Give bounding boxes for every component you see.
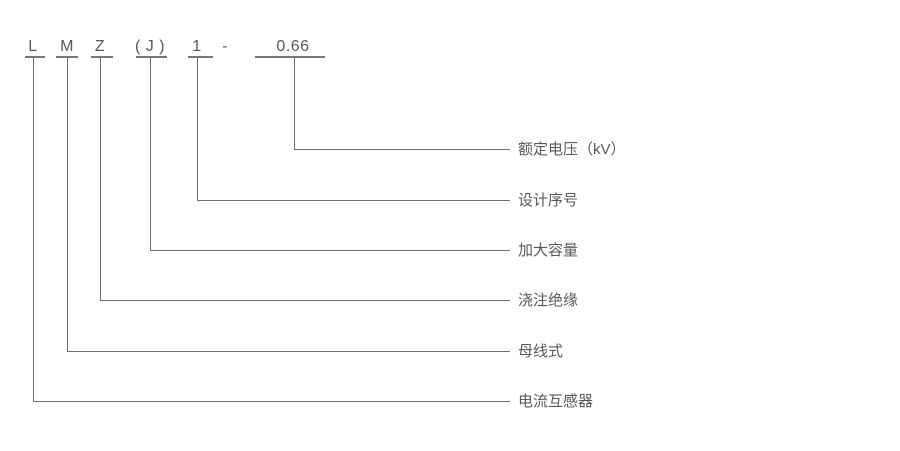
model-code-segment-1: 1	[192, 38, 202, 55]
label-increased-capacity: 加大容量	[518, 242, 579, 259]
label-current-transformer: 电流互感器	[518, 393, 594, 410]
model-code-segment-l: L	[28, 38, 38, 55]
connector-l	[33, 58, 510, 402]
connector-m	[67, 58, 510, 352]
label-cast-insulation: 浇注绝缘	[518, 292, 579, 309]
code-underline-1	[188, 56, 213, 58]
model-code-segment-hyphen: -	[222, 38, 228, 55]
label-busbar-type: 母线式	[518, 343, 564, 360]
connector-z	[100, 58, 510, 301]
connector-1	[197, 58, 510, 201]
code-underline-z	[91, 56, 113, 58]
connector-j	[150, 58, 510, 251]
code-underline-j	[136, 56, 167, 58]
code-underline-l	[25, 56, 45, 58]
model-code-segment-j: ( J )	[134, 38, 166, 55]
model-code-segment-0-66: 0.66	[276, 38, 310, 55]
label-design-serial: 设计序号	[518, 192, 579, 209]
model-code-segment-m: M	[60, 38, 74, 55]
code-underline-m	[56, 56, 78, 58]
code-underline-0-66	[255, 56, 325, 58]
model-code-segment-z: Z	[94, 38, 106, 55]
connector-0-66	[294, 58, 510, 150]
label-rated-voltage: 额定电压（kV）	[518, 141, 626, 158]
